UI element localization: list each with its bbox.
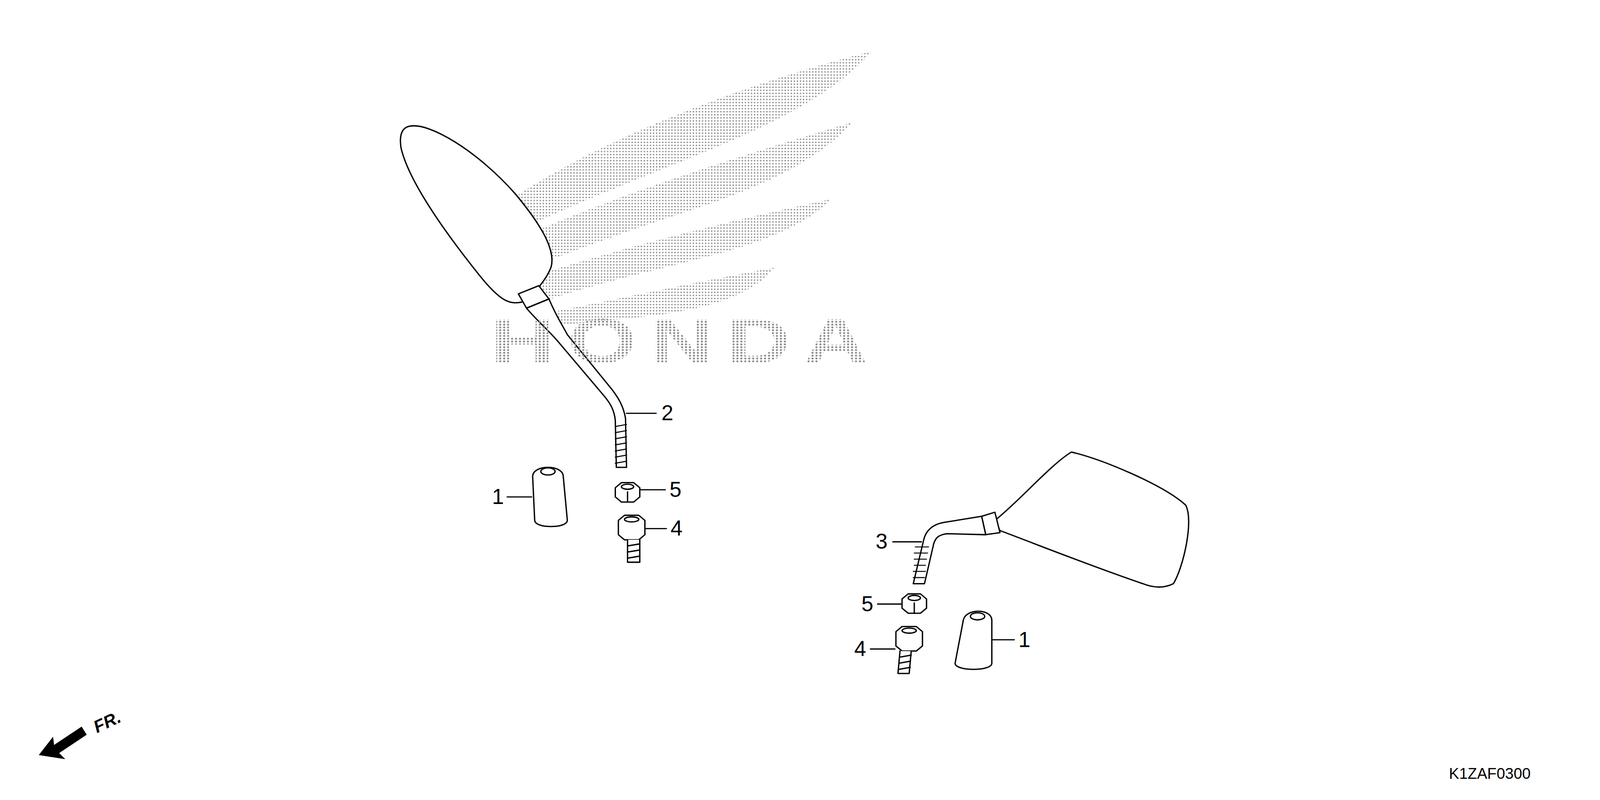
callout-number: 4: [854, 638, 866, 660]
bar-end-cap: [532, 467, 568, 527]
adapter-bolt: [618, 515, 645, 563]
callout-number: 5: [861, 593, 873, 616]
callout-number: 4: [670, 517, 683, 540]
callout-number: 3: [875, 531, 888, 553]
nut: [902, 593, 927, 614]
adapter-bolt: [896, 626, 923, 674]
watermark-text: HONDA: [490, 309, 881, 373]
front-arrow: [38, 726, 87, 760]
bar-end-cap: [955, 611, 992, 670]
wing-watermark: [489, 50, 873, 325]
callout-number: 2: [661, 402, 673, 424]
callout-number: 1: [1018, 629, 1031, 651]
direction-label: FR.: [90, 708, 124, 736]
callout-number: 1: [491, 486, 504, 508]
callout-number: 5: [669, 479, 682, 501]
leader-lines: [507, 413, 1015, 649]
diagram-code: K1ZAF0300: [1448, 765, 1531, 782]
left-mirror: [400, 125, 627, 468]
right-mirror: [913, 452, 1189, 588]
nut: [615, 482, 640, 503]
